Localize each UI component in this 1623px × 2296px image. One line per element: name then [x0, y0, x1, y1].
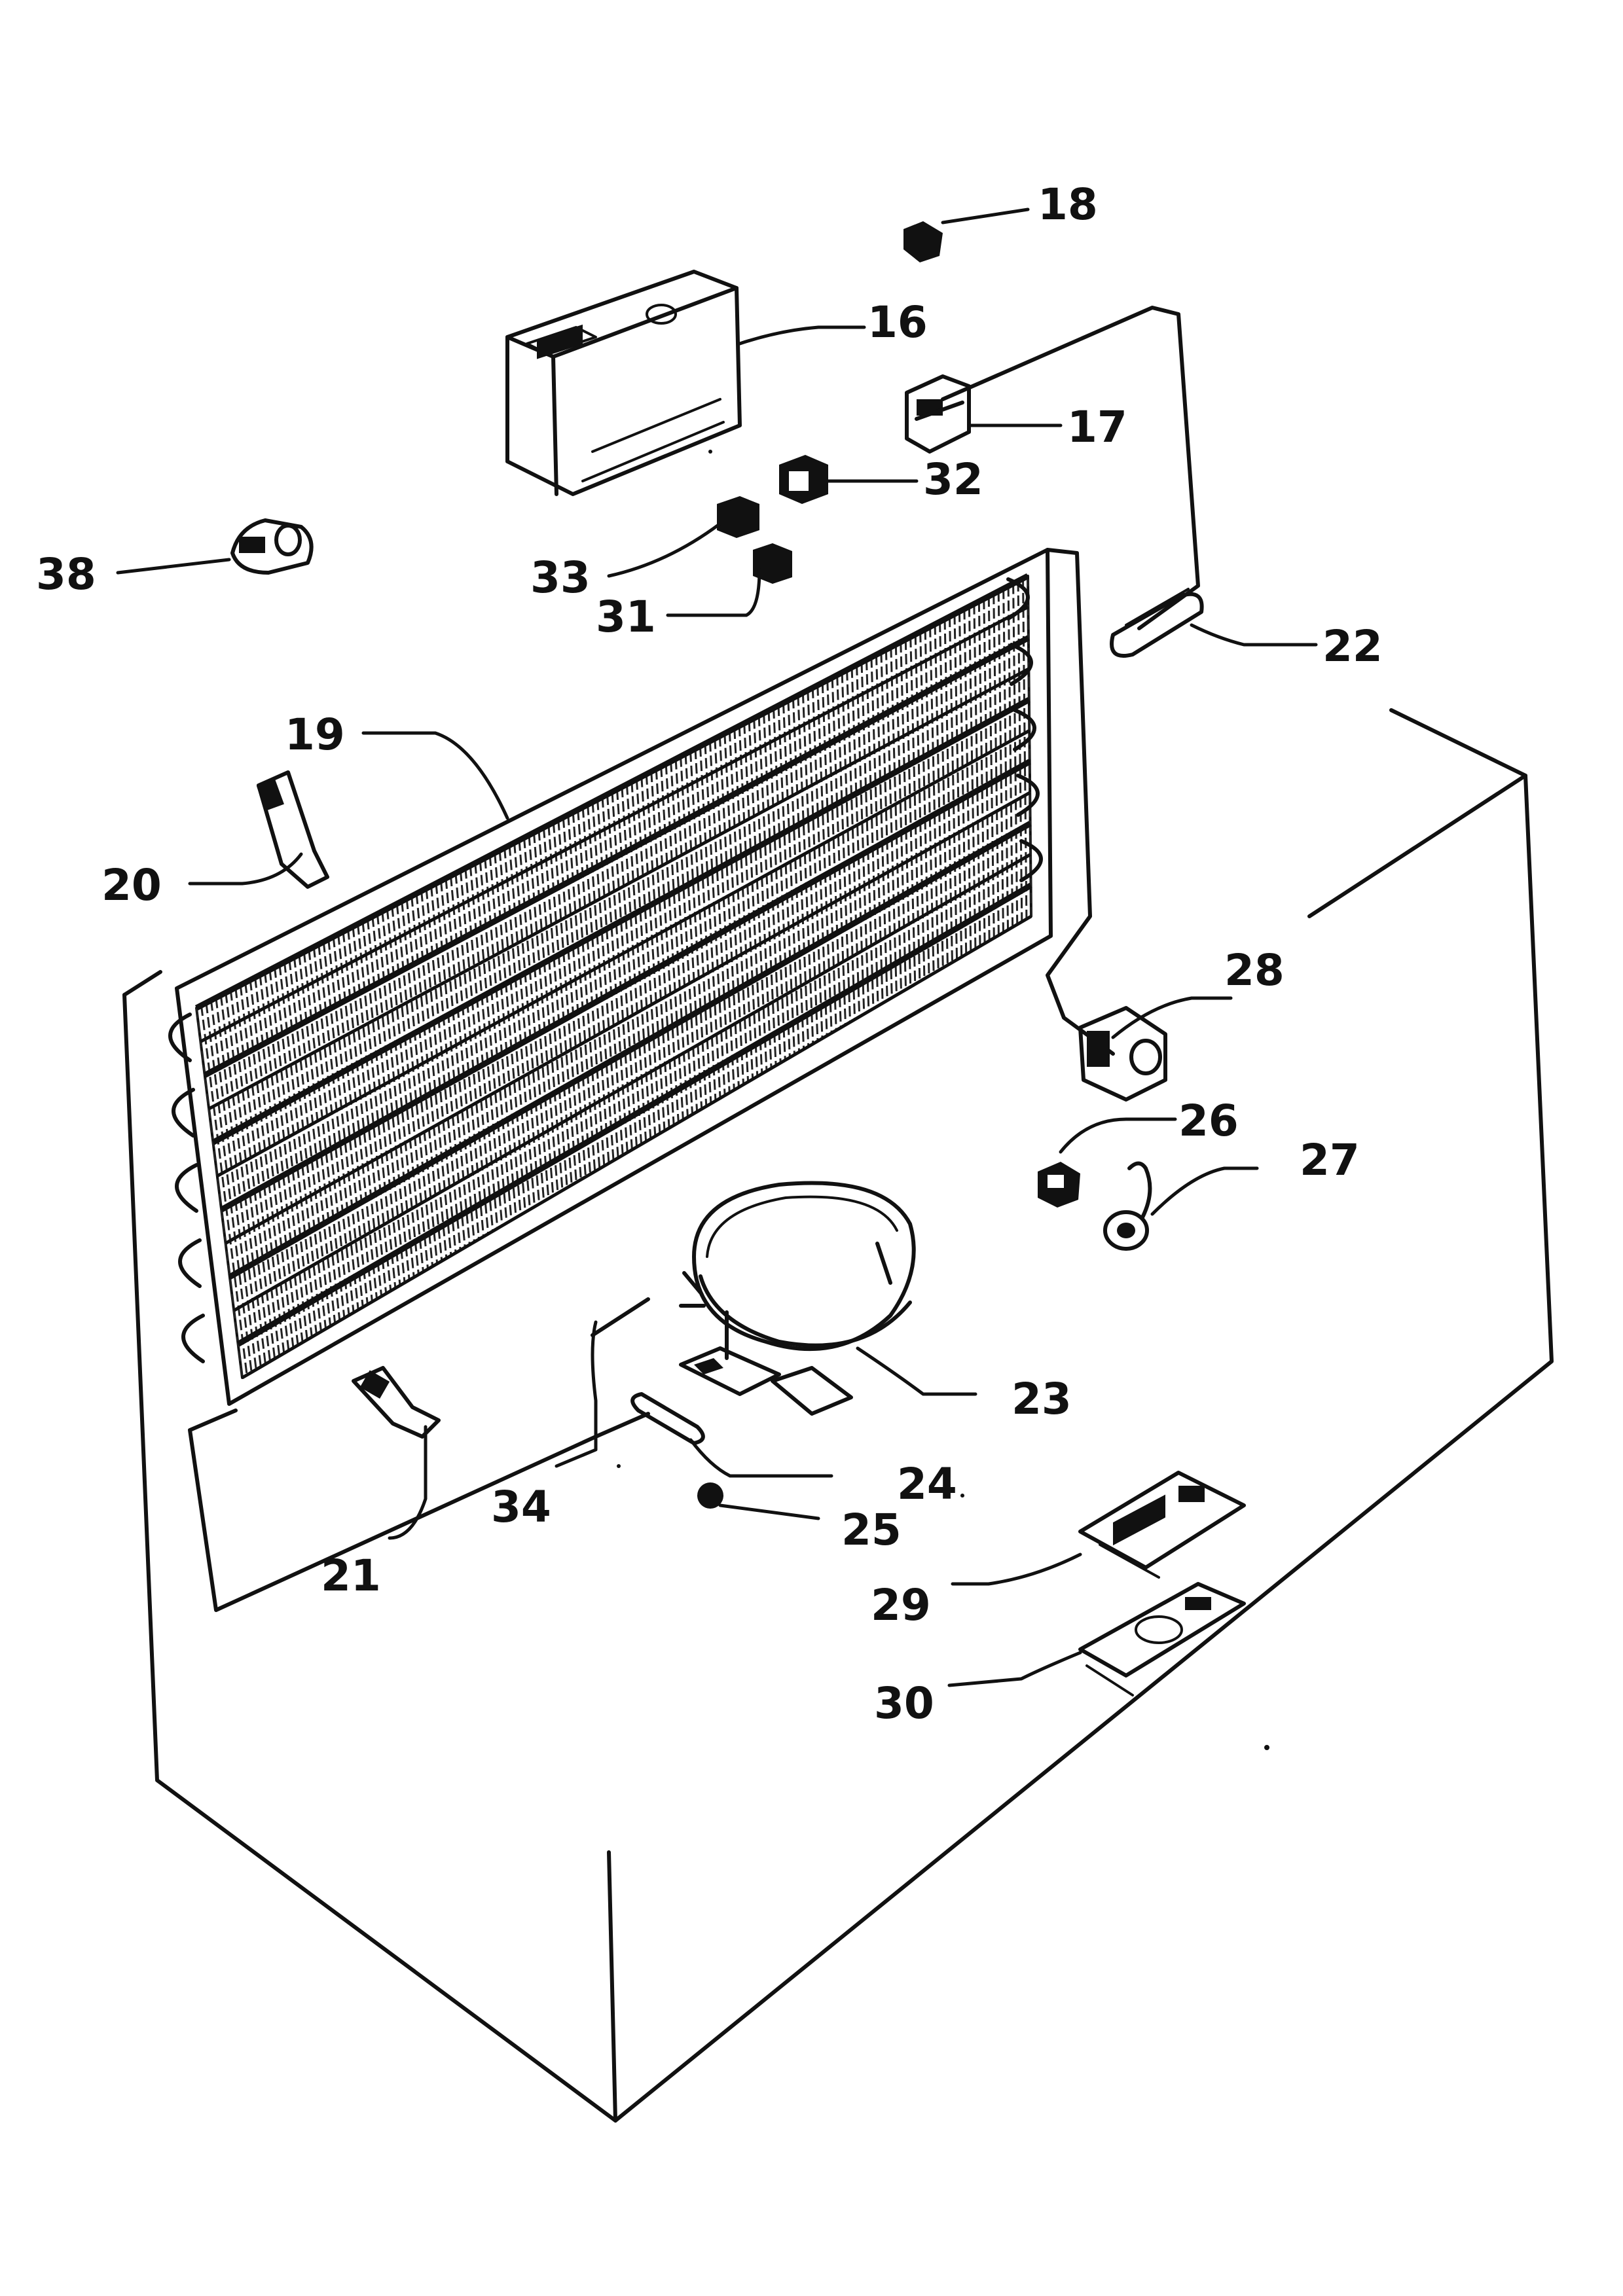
bracket-lower-part: [352, 1366, 441, 1439]
thermostat-housing-part: [505, 270, 742, 496]
label-27: 27: [1300, 1135, 1360, 1185]
knob-part: [903, 221, 943, 262]
thermostat-part: [905, 374, 971, 454]
label-24: 24: [897, 1459, 957, 1509]
label-16: 16: [867, 297, 928, 348]
overload-part: [1103, 1161, 1152, 1251]
label-30: 30: [874, 1678, 934, 1729]
cabinet-body: [122, 708, 1554, 2123]
label-26: 26: [1178, 1096, 1239, 1146]
start-relay-part: [1078, 1471, 1246, 1579]
label-32: 32: [923, 454, 983, 505]
label-21: 21: [321, 1551, 381, 1601]
label-28: 28: [1224, 945, 1285, 996]
label-25: 25: [841, 1505, 902, 1555]
label-22: 22: [1322, 621, 1383, 672]
label-38: 38: [36, 549, 96, 600]
part-labels: 18 16 17 32 38 33 31 22 19 20 28 26 27 2…: [36, 179, 1383, 1729]
scan-specks: [617, 450, 1269, 1750]
relay-part: [1078, 1006, 1167, 1102]
label-18: 18: [1038, 179, 1098, 230]
label-31: 31: [596, 592, 656, 642]
grommet-part: [697, 1482, 723, 1509]
coil-tubes: [194, 573, 1032, 1380]
relay-cover-part: [1078, 1582, 1246, 1696]
tube-part: [630, 1392, 705, 1445]
label-33: 33: [530, 552, 591, 603]
condenser-coil: [168, 306, 1200, 1612]
leader-lines: [116, 207, 1318, 1687]
compressor-part: [679, 1181, 916, 1416]
label-19: 19: [285, 709, 345, 760]
label-34: 34: [491, 1482, 551, 1532]
coil-fins: [195, 575, 1032, 1378]
small-plugs: [717, 455, 828, 584]
connector-part: [1038, 1162, 1080, 1208]
service-tube-part: [591, 1297, 650, 1337]
label-23: 23: [1012, 1374, 1072, 1424]
bracket-upper-part: [257, 770, 329, 889]
label-17: 17: [1067, 402, 1127, 452]
label-29: 29: [871, 1580, 931, 1630]
filter-drier-part: [1110, 588, 1204, 658]
label-20: 20: [101, 860, 162, 910]
clip-part: [230, 518, 314, 575]
